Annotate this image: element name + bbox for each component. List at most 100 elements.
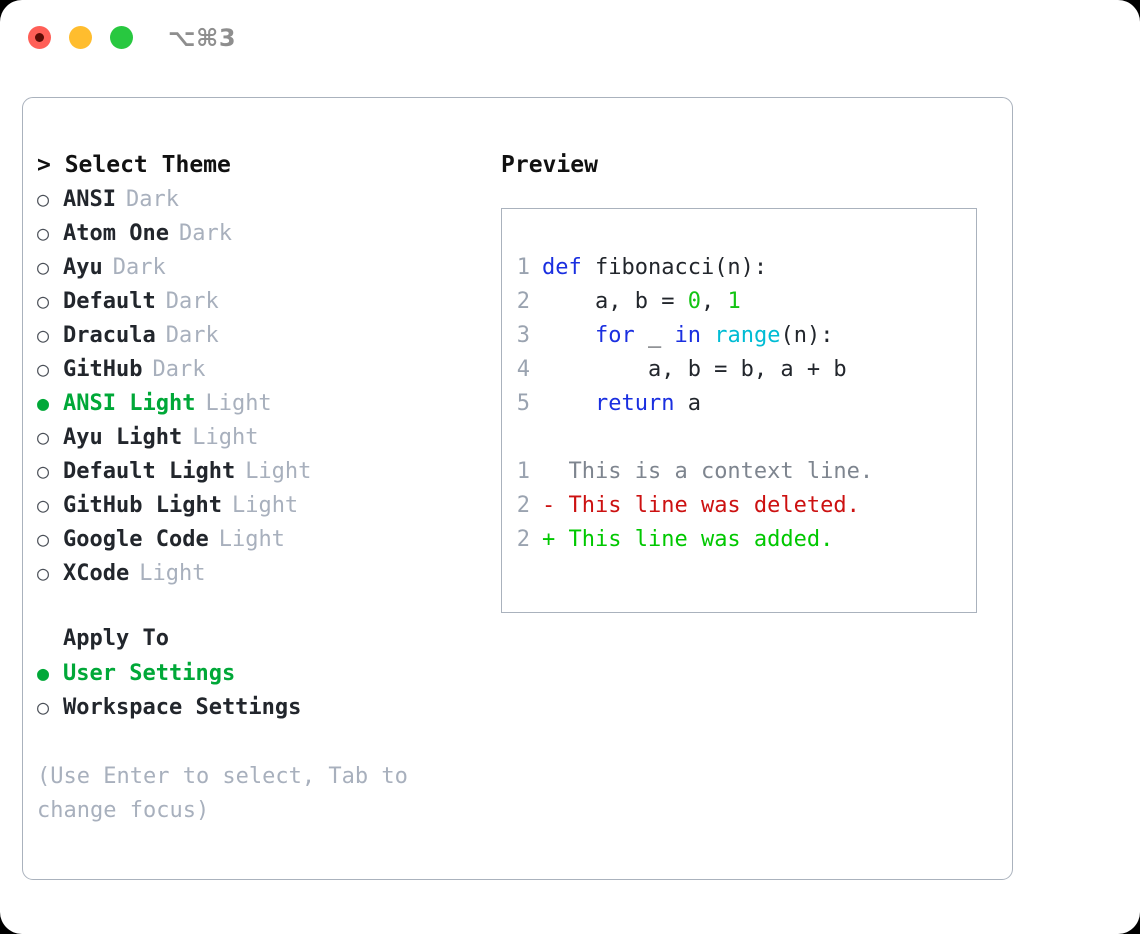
radio-unselected-icon: ○ — [37, 493, 50, 517]
maximize-button[interactable] — [110, 26, 133, 49]
radio-unselected-icon: ○ — [37, 221, 50, 245]
code-token: a, b = — [542, 289, 688, 314]
theme-item-kind: Dark — [152, 357, 206, 382]
theme-item-name: Dracula — [63, 323, 156, 348]
theme-item-kind: Light — [231, 493, 299, 518]
theme-item[interactable]: ○ XCode Light — [37, 556, 489, 590]
theme-item[interactable]: ○ GitHub Light Light — [37, 488, 489, 522]
theme-item-kind: Light — [218, 527, 285, 552]
code-line-number: 4 — [516, 357, 530, 382]
code-token: return — [594, 391, 675, 416]
theme-item[interactable]: ○ GitHub Dark — [37, 352, 489, 386]
theme-item-name: Atom One — [63, 221, 169, 246]
theme-item[interactable]: ○ Ayu Dark — [37, 250, 489, 284]
theme-item-name: Ayu — [63, 255, 103, 280]
theme-item-name: ANSI — [63, 187, 116, 212]
code-line-number: 3 — [516, 323, 530, 348]
apply-to-option-label: Workspace Settings — [63, 695, 302, 720]
code-line-number: 2 — [516, 289, 530, 314]
radio-unselected-icon: ○ — [37, 425, 50, 449]
theme-item-name: ANSI Light — [63, 391, 196, 416]
code-line: 5 return a — [502, 387, 976, 421]
theme-item-kind: Dark — [125, 187, 179, 212]
radio-selected-icon: ● — [37, 661, 50, 685]
window-controls — [28, 26, 133, 49]
diff-marker: - — [542, 493, 556, 518]
radio-unselected-icon: ○ — [37, 561, 50, 585]
apply-to-option[interactable]: ● User Settings — [37, 656, 489, 690]
theme-item[interactable]: ○ ANSI Dark — [37, 182, 489, 216]
minimize-button[interactable] — [69, 26, 92, 49]
code-token: 1 — [727, 289, 741, 314]
theme-item-name: XCode — [63, 561, 130, 586]
window-shortcut-label: ⌥⌘3 — [168, 24, 237, 52]
diff-sample: 1 This is a context line.2- This line wa… — [502, 455, 976, 557]
theme-item[interactable]: ○ Ayu Light Light — [37, 420, 489, 454]
diff-line: 2- This line was deleted. — [502, 489, 976, 523]
theme-item-kind: Light — [205, 391, 272, 416]
code-line-text: def fibonacci(n): — [542, 251, 767, 285]
title-bar: ⌥⌘3 — [0, 0, 1140, 78]
theme-item-kind: Dark — [112, 255, 166, 280]
diff-marker: + — [542, 527, 556, 552]
code-token: a — [674, 391, 701, 416]
select-theme-heading: > Select Theme — [37, 152, 231, 178]
theme-item-name: Ayu Light — [63, 425, 183, 450]
radio-unselected-icon: ○ — [37, 459, 50, 483]
radio-unselected-icon: ○ — [37, 357, 50, 381]
code-token: , — [700, 289, 728, 314]
apply-to-options: ● User Settings ○ Workspace Settings — [37, 656, 489, 724]
theme-item[interactable]: ● ANSI Light Light — [37, 386, 489, 420]
theme-item-name: GitHub Light — [63, 493, 222, 518]
close-button[interactable] — [28, 26, 51, 49]
code-token: range — [714, 323, 781, 348]
radio-unselected-icon: ○ — [37, 323, 50, 347]
code-token: a, b = b, a + b — [542, 357, 847, 382]
theme-item-kind: Dark — [165, 323, 219, 348]
theme-item-name: GitHub — [63, 357, 143, 382]
code-token: _ — [634, 323, 675, 348]
diff-line: 1 This is a context line. — [502, 455, 976, 489]
radio-unselected-icon: ○ — [37, 289, 50, 313]
theme-item[interactable]: ○ Google Code Light — [37, 522, 489, 556]
theme-item[interactable]: ○ Dracula Dark — [37, 318, 489, 352]
theme-item-kind: Dark — [178, 221, 232, 246]
code-line-text: a, b = b, a + b — [542, 353, 847, 387]
code-line: 2 a, b = 0, 1 — [502, 285, 976, 319]
theme-item[interactable]: ○ Atom One Dark — [37, 216, 489, 250]
radio-selected-icon: ● — [37, 391, 50, 415]
code-line-text: for _ in range(n): — [542, 319, 833, 353]
code-line: 3 for _ in range(n): — [502, 319, 976, 353]
theme-item-name: Google Code — [63, 527, 209, 552]
radio-unselected-icon: ○ — [37, 695, 50, 719]
diff-line-number: 2 — [516, 493, 530, 518]
apply-to-heading: Apply To — [63, 626, 169, 651]
code-token: (n): — [780, 323, 834, 348]
diff-line-number: 1 — [516, 459, 530, 484]
theme-item-name: Default — [63, 289, 156, 314]
diff-line-text: This is a context line. — [555, 459, 874, 484]
code-token: for — [594, 323, 635, 348]
code-line: 4 a, b = b, a + b — [502, 353, 976, 387]
code-line-number: 5 — [516, 391, 530, 416]
apply-to-option-label: User Settings — [63, 661, 236, 686]
theme-item-kind: Light — [139, 561, 206, 586]
code-token: 0 — [687, 289, 701, 314]
radio-unselected-icon: ○ — [37, 187, 50, 211]
code-token: in — [674, 323, 701, 348]
keyboard-hint: (Use Enter to select, Tab to change focu… — [37, 764, 408, 823]
diff-line-text: This line was added. — [555, 527, 834, 552]
apply-to-option[interactable]: ○ Workspace Settings — [37, 690, 489, 724]
radio-unselected-icon: ○ — [37, 527, 50, 551]
radio-unselected-icon: ○ — [37, 255, 50, 279]
theme-item-kind: Light — [192, 425, 259, 450]
